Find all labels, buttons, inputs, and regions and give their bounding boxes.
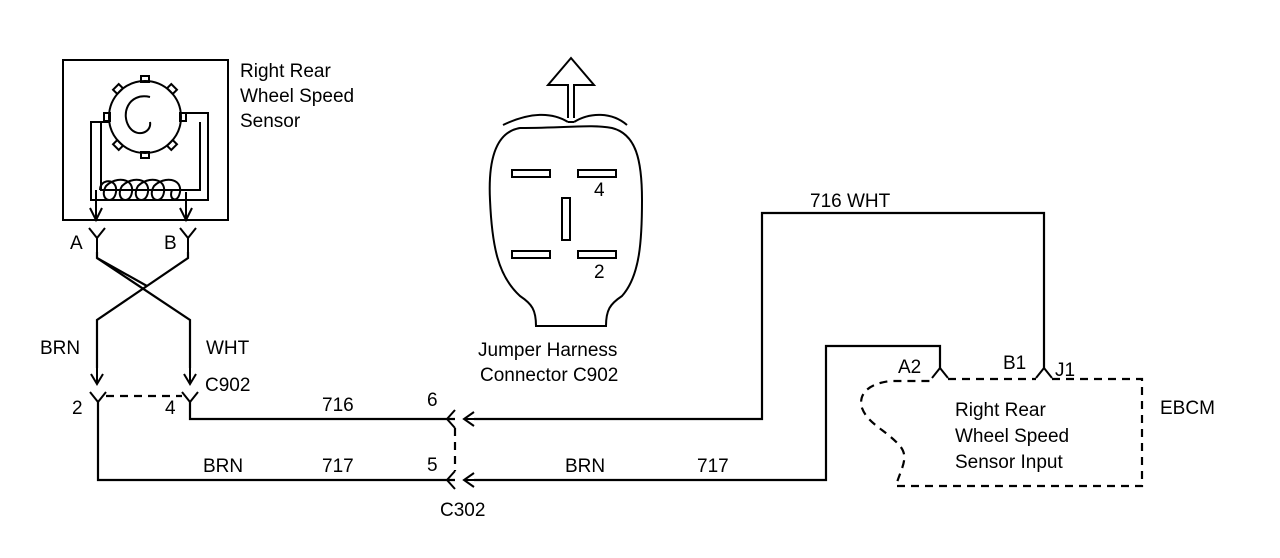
ebcm-pin-b1-label: B1 <box>1003 353 1026 374</box>
c902-male-arrow-2 <box>90 368 104 386</box>
c902-connector: 2 4 C902 <box>72 375 250 419</box>
connector-body <box>488 125 644 327</box>
wire-716-left <box>188 402 455 421</box>
tone-ring-teeth <box>103 75 187 159</box>
c302-pin-5-label: 5 <box>427 455 438 476</box>
c902-label: C902 <box>205 375 250 396</box>
terminal-slot-upper-left <box>511 169 551 178</box>
ebcm-text-line3: Sensor Input <box>955 452 1063 473</box>
pin-b-label: B <box>164 233 177 254</box>
brn-717-right-label: BRN <box>565 456 605 477</box>
wht-716-top-label: 716 WHT <box>810 191 891 212</box>
wire-717-left <box>96 402 455 482</box>
cavity-4-label: 4 <box>594 180 605 201</box>
jumper-connector-label-line2: Connector C902 <box>480 365 618 386</box>
c302-pin-6-label: 6 <box>427 390 438 411</box>
pin-a-label: A <box>70 233 83 254</box>
ebcm-pin-a2-label: A2 <box>898 357 921 378</box>
ebcm-label: EBCM <box>1160 398 1215 419</box>
c302-pin-6-male <box>462 411 475 427</box>
cavity-2-label: 2 <box>594 262 605 283</box>
wire-717-right <box>474 344 942 482</box>
jumper-connector-label-line1: Jumper Harness <box>478 340 617 361</box>
rotation-arrow-icon <box>124 95 152 135</box>
jumper-harness-connector: 4 2 Jumper Harness Connector C902 <box>478 56 644 386</box>
harness-wiring: 716 BRN 717 <box>96 395 455 482</box>
wire-716-right <box>474 211 1046 421</box>
ebcm-pin-a2 <box>931 366 949 379</box>
pin-b-female <box>179 227 197 252</box>
ebcm-pin-j1-label: J1 <box>1055 360 1075 381</box>
c302-label: C302 <box>440 500 485 521</box>
wheel-speed-sensor: Right Rear Wheel Speed Sensor <box>62 59 354 223</box>
terminal-slot-lower-left <box>511 250 551 259</box>
c902-pin-4-female <box>181 391 199 404</box>
terminal-slot-upper-right <box>577 169 617 178</box>
c902-pin-4-label: 4 <box>165 398 176 419</box>
pin-a-female <box>88 227 106 252</box>
ebcm-text-line1: Right Rear <box>955 400 1046 421</box>
twist-upper-left <box>96 257 148 287</box>
sensor-housing <box>62 59 229 221</box>
circuit-717-label: 717 <box>322 456 354 477</box>
sensor-title-line2: Wheel Speed <box>240 86 354 107</box>
brn-wire-label: BRN <box>40 338 80 359</box>
c302-pin-5-male <box>462 472 475 488</box>
ebcm-module: A2 B1 J1 EBCM Right Rear Wheel Speed Sen… <box>860 353 1215 488</box>
sensor-connector: A B <box>70 227 197 254</box>
c902-pin-2-label: 2 <box>72 398 83 419</box>
ebcm-dashed-outline <box>860 377 1144 488</box>
c902-pin-2-female <box>89 391 107 404</box>
c302-connector: 6 5 C302 <box>427 390 485 521</box>
connector-latch <box>502 113 628 126</box>
c302-pin-5-female <box>445 470 456 490</box>
wht-wire-label: WHT <box>206 338 250 359</box>
c302-pin-6-female <box>445 409 456 429</box>
terminal-slot-lower-right <box>577 250 617 259</box>
circuit-716-label: 716 <box>322 395 354 416</box>
brn-717-left-label: BRN <box>203 456 243 477</box>
sensor-magnet-frame <box>90 112 209 201</box>
ebcm-text-line2: Wheel Speed <box>955 426 1069 447</box>
twisted-pair: BRN WHT <box>40 252 250 386</box>
sensor-terminal-b-arrow <box>179 207 193 223</box>
sensor-title-line3: Sensor <box>240 111 301 132</box>
sensor-coil <box>99 178 182 201</box>
connector-pull-arrow-icon <box>545 56 597 118</box>
sensor-terminal-a-arrow <box>89 207 103 223</box>
circuit-717-right-label: 717 <box>697 456 729 477</box>
wire-b-crossing <box>95 252 190 368</box>
c902-male-arrow-4 <box>183 368 197 386</box>
sensor-title-line1: Right Rear <box>240 61 331 82</box>
terminal-slot-center <box>561 197 571 241</box>
ebcm-wiring: 716 WHT BRN 717 <box>474 191 1046 482</box>
ebcm-pin-j1 <box>1035 366 1053 379</box>
